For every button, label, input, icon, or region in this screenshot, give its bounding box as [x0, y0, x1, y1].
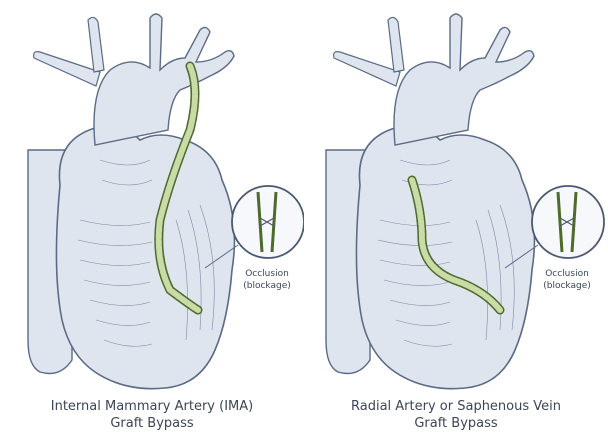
occlusion-label-line1: Occlusion: [232, 268, 302, 280]
occlusion-label: Occlusion (blockage): [532, 268, 602, 292]
occlusion-label-line1: Occlusion: [532, 268, 602, 280]
left-branch: [34, 52, 100, 86]
heart-illustration: [304, 0, 608, 400]
ima-bypass-panel: Occlusion (blockage) Internal Mammary Ar…: [0, 0, 304, 443]
radial-saphenous-bypass-panel: Occlusion (blockage) Radial Artery or Sa…: [304, 0, 608, 443]
heart-body: [356, 126, 534, 389]
radial-saphenous-caption: Radial Artery or Saphenous Vein Graft By…: [304, 398, 608, 432]
upper-branch: [388, 17, 404, 72]
occlusion-label-line2: (blockage): [232, 280, 302, 292]
ima-caption: Internal Mammary Artery (IMA) Graft Bypa…: [0, 398, 304, 432]
left-branch: [334, 52, 400, 86]
heart-illustration: [0, 0, 304, 400]
aorta: [394, 14, 534, 145]
caption-line1: Internal Mammary Artery (IMA): [0, 398, 304, 415]
caption-line1: Radial Artery or Saphenous Vein: [304, 398, 608, 415]
heart-body: [56, 126, 234, 389]
occlusion-label-line2: (blockage): [532, 280, 602, 292]
aorta: [94, 14, 234, 145]
caption-line2: Graft Bypass: [304, 415, 608, 432]
occlusion-label: Occlusion (blockage): [232, 268, 302, 292]
caption-line2: Graft Bypass: [0, 415, 304, 432]
upper-branch: [88, 17, 104, 72]
